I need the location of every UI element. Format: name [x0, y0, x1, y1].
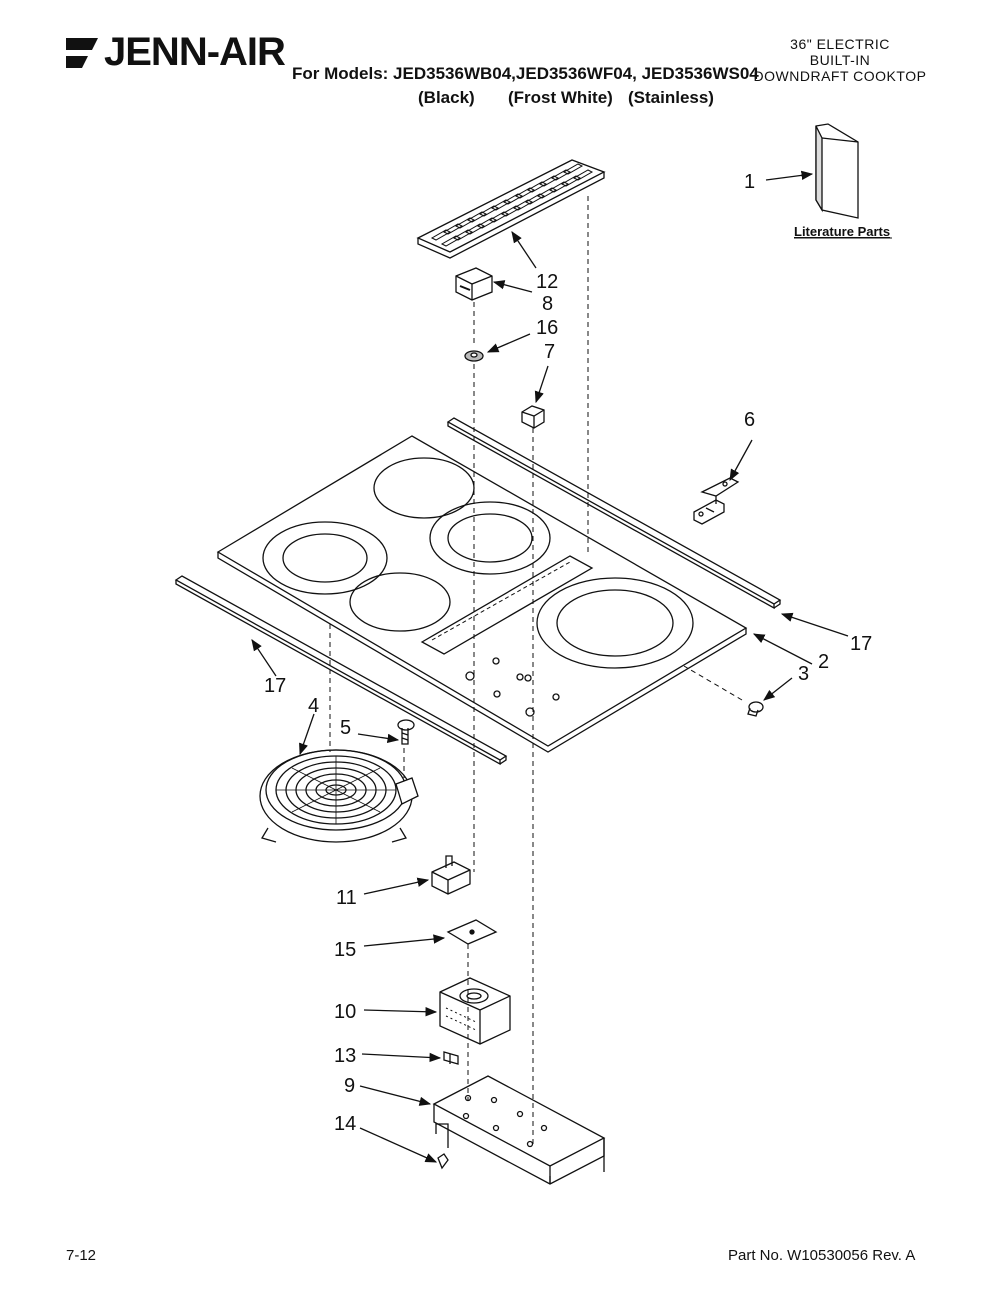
burner-outline-center-outer — [429, 501, 551, 575]
vent-grille — [416, 159, 606, 259]
callout-2: 2 — [818, 651, 829, 673]
finish-black: (Black) — [418, 88, 475, 107]
finish-frost-white: (Frost White) — [508, 88, 613, 107]
callout-4: 4 — [308, 695, 319, 717]
control-knob — [455, 267, 493, 301]
literature-parts-label: Literature Parts — [794, 224, 890, 239]
electronic-control-box — [439, 977, 511, 1045]
burner-outline-left-inner — [282, 533, 368, 583]
page-number: 7-12 — [66, 1247, 97, 1264]
burner-outline-center-inner — [447, 513, 533, 563]
downdraft-slot — [420, 555, 594, 655]
callout-13: 13 — [334, 1045, 356, 1067]
knob-washer — [464, 350, 484, 362]
callout-7: 7 — [544, 341, 555, 363]
trim-strip-right — [446, 417, 782, 610]
burner-outline-left-outer — [262, 521, 388, 595]
product-title-line-1: 36" ELECTRIC — [790, 36, 890, 52]
burner-outline-front-left — [349, 572, 451, 632]
burner-outline-right-inner — [556, 589, 674, 657]
brand-name: JENN-AIR — [104, 30, 286, 74]
callout-15: 15 — [334, 939, 356, 961]
callout-17-left: 17 — [264, 675, 286, 697]
burner-outline-rear-left — [373, 457, 475, 519]
radiant-heating-element — [259, 749, 419, 843]
retaining-clip — [435, 1123, 449, 1170]
callout-12: 12 — [536, 271, 558, 293]
glass-cooktop — [216, 435, 748, 753]
infinite-switch-relay — [431, 855, 471, 895]
callout-8: 8 — [542, 293, 553, 315]
finish-stainless: (Stainless) — [628, 88, 714, 107]
part-number: Part No. W10530056 Rev. A — [728, 1247, 916, 1264]
callout-9: 9 — [344, 1075, 355, 1097]
callout-5: 5 — [340, 717, 351, 739]
models-line: For Models: JED3536WB04,JED3536WF04, JED… — [292, 64, 759, 83]
knob-insert — [521, 405, 545, 429]
mounting-bracket — [693, 477, 740, 525]
callout-6: 6 — [744, 409, 755, 431]
alignment-lines — [329, 196, 743, 1144]
callout-17-right: 17 — [850, 633, 872, 655]
product-title-line-3: DOWNDRAFT COOKTOP — [753, 68, 927, 84]
callout-14: 14 — [334, 1113, 356, 1135]
jenn-air-logo-icon — [66, 38, 98, 68]
leader-arrows — [251, 170, 849, 1163]
callout-10: 10 — [334, 1001, 356, 1023]
trim-strip-left — [174, 575, 508, 766]
insulator-plate — [446, 919, 498, 945]
bracket-screw — [443, 1051, 459, 1065]
burner-outline-right-outer — [536, 577, 694, 669]
cooktop-screw — [747, 701, 764, 717]
literature-booklet — [815, 123, 859, 219]
element-screw — [397, 719, 415, 745]
callout-1: 1 — [744, 171, 755, 193]
product-title-line-2: BUILT-IN — [809, 52, 871, 68]
callout-16: 16 — [536, 317, 558, 339]
control-mounting-bracket — [432, 1075, 606, 1185]
callout-3: 3 — [798, 663, 809, 685]
callout-11: 11 — [336, 887, 357, 909]
